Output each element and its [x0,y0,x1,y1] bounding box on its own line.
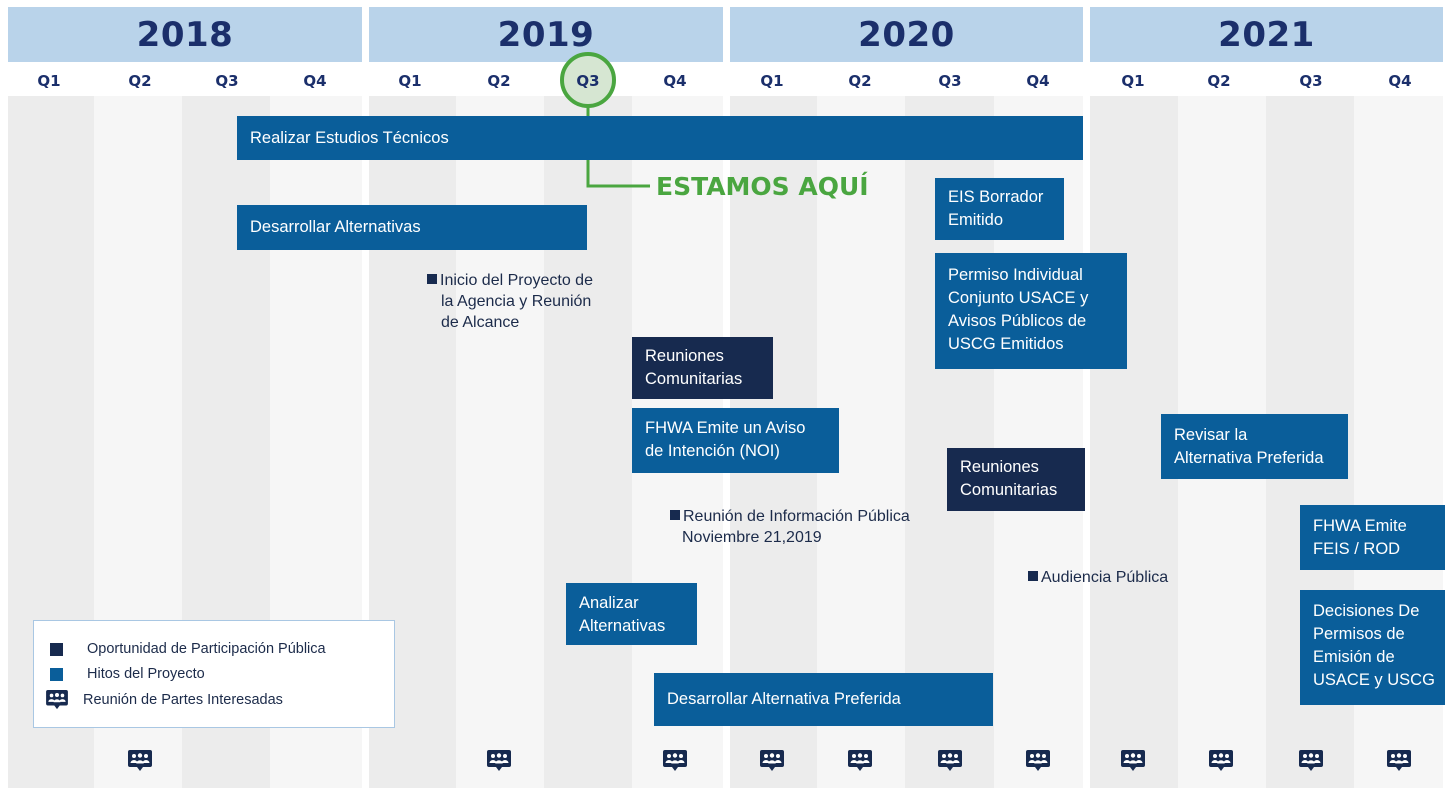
people-group-icon [1299,750,1323,772]
note-line: la Agencia y Reunión [441,293,592,310]
quarter-label: Q1 [398,72,422,90]
people-group-icon [487,750,511,772]
quarter-label: Q1 [37,72,61,90]
people-group-icon [848,750,872,772]
bar-label: Comunitarias [960,481,1058,499]
bar-label: Emitido [948,211,1004,229]
bar-label: de Intención (NOI) [645,442,780,460]
bar-eis-borrador: EIS Borrador Emitido [935,178,1064,240]
quarter-label: Q1 [760,72,784,90]
note-date: Noviembre 21,2019 [682,529,822,546]
note-audiencia-publica: Audiencia Pública [1028,567,1168,588]
bar-label: FEIS / ROD [1313,540,1401,558]
legend-label: Oportunidad de Participación Pública [87,641,326,657]
public-marker-icon [427,274,437,284]
bar-fhwa-feis: FHWA Emite FEIS / ROD [1300,505,1445,570]
note-line: Audiencia Pública [1041,569,1169,586]
bar-reuniones-comunitarias-1: Reuniones Comunitarias [632,337,773,399]
people-group-icon [938,750,962,772]
bar-label: Desarrollar Alternativa Preferida [667,690,901,708]
legend-swatch-milestone [50,667,63,681]
people-group-icon [46,690,68,710]
public-marker-icon [1028,571,1038,581]
bar-label: Realizar Estudios Técnicos [250,128,449,147]
bar-label: Desarrollar Alternativas [250,218,421,236]
bar-decisiones-permisos: Decisiones De Permisos de Emisión de USA… [1300,590,1445,705]
quarter-label: Q3 [938,72,962,90]
note-inicio-proyecto: Inicio del Proyecto de la Agencia y Reun… [427,270,593,333]
bar-revisar-alternativa: Revisar la Alternativa Preferida [1161,414,1348,479]
quarter-label: Q4 [1388,72,1412,90]
people-group-icon [128,750,152,772]
bar-reuniones-comunitarias-2: Reuniones Comunitarias [947,448,1085,511]
bar-label: Alternativa Preferida [1174,449,1324,467]
bar-analizar-alternativas: Analizar Alternativas [566,583,697,645]
quarter-label: Q4 [303,72,327,90]
bar-label: FHWA Emite [1313,517,1407,535]
bar-desarrollar-alternativas: Desarrollar Alternativas [237,205,587,250]
quarter-label: Q1 [1121,72,1145,90]
quarter-label: Q4 [663,72,687,90]
legend-item-milestone: Hitos del Proyecto [50,666,205,682]
bar-label: EIS Borrador [948,188,1044,206]
quarter-label-current: Q3 [576,72,600,90]
quarter-label: Q2 [128,72,152,90]
legend-label: Hitos del Proyecto [87,666,205,682]
people-group-icon [1209,750,1233,772]
note-line: de Alcance [441,314,520,331]
bar-label: Emisión de [1313,648,1395,666]
bar-desarrollar-alternativa-preferida: Desarrollar Alternativa Preferida [654,673,993,726]
year-2020: 2020 [730,7,1083,62]
quarter-column [544,96,632,788]
people-group-icon [1026,750,1050,772]
bar-label: USACE y USCG [1313,671,1435,689]
quarter-label: Q3 [1299,72,1323,90]
people-group-icon [663,750,687,772]
bar-label: Decisiones De [1313,602,1420,620]
quarter-label: Q2 [848,72,872,90]
bar-label: Avisos Públicos de [948,312,1087,330]
legend-item-stakeholder: Reunión de Partes Interesadas [46,690,283,710]
people-group-icon [1387,750,1411,772]
note-reunion-informacion: Reunión de Información Pública Noviembre… [670,506,910,548]
note-line: Reunión de Información Pública [683,508,910,525]
bar-label: USCG Emitidos [948,335,1064,353]
bar-label: Reuniones [960,458,1039,476]
quarter-label: Q2 [487,72,511,90]
year-2021: 2021 [1090,7,1443,62]
quarter-label: Q2 [1207,72,1231,90]
bar-fhwa-noi: FHWA Emite un Aviso de Intención (NOI) [632,408,839,473]
quarter-label: Q4 [1026,72,1050,90]
people-group-icon [1121,750,1145,772]
legend-label: Reunión de Partes Interesadas [83,692,283,708]
bar-label: Analizar [579,594,639,612]
bar-label: Permisos de [1313,625,1405,643]
legend-swatch-public [50,642,63,656]
quarter-label: Q3 [215,72,239,90]
note-line: Inicio del Proyecto de [440,272,593,289]
bar-label: Permiso Individual [948,266,1083,284]
bar-label: FHWA Emite un Aviso [645,419,806,437]
bar-label: Revisar la [1174,426,1248,444]
year-2019: 2019 [369,7,723,62]
bar-label: Alternativas [579,617,666,635]
bar-label: Conjunto USACE y [948,289,1089,307]
people-group-icon [760,750,784,772]
bar-label: Comunitarias [645,370,743,388]
year-2018: 2018 [8,7,362,62]
bar-permiso-individual: Permiso Individual Conjunto USACE y Avis… [935,253,1127,369]
public-marker-icon [670,510,680,520]
bar-realizar-estudios: Realizar Estudios Técnicos [237,116,1083,160]
here-label: ESTAMOS AQUÍ [656,172,869,201]
legend: Oportunidad de Participación Pública Hit… [33,620,395,728]
bar-label: Reuniones [645,347,724,365]
legend-item-public: Oportunidad de Participación Pública [50,641,326,657]
quarter-column [456,96,544,788]
